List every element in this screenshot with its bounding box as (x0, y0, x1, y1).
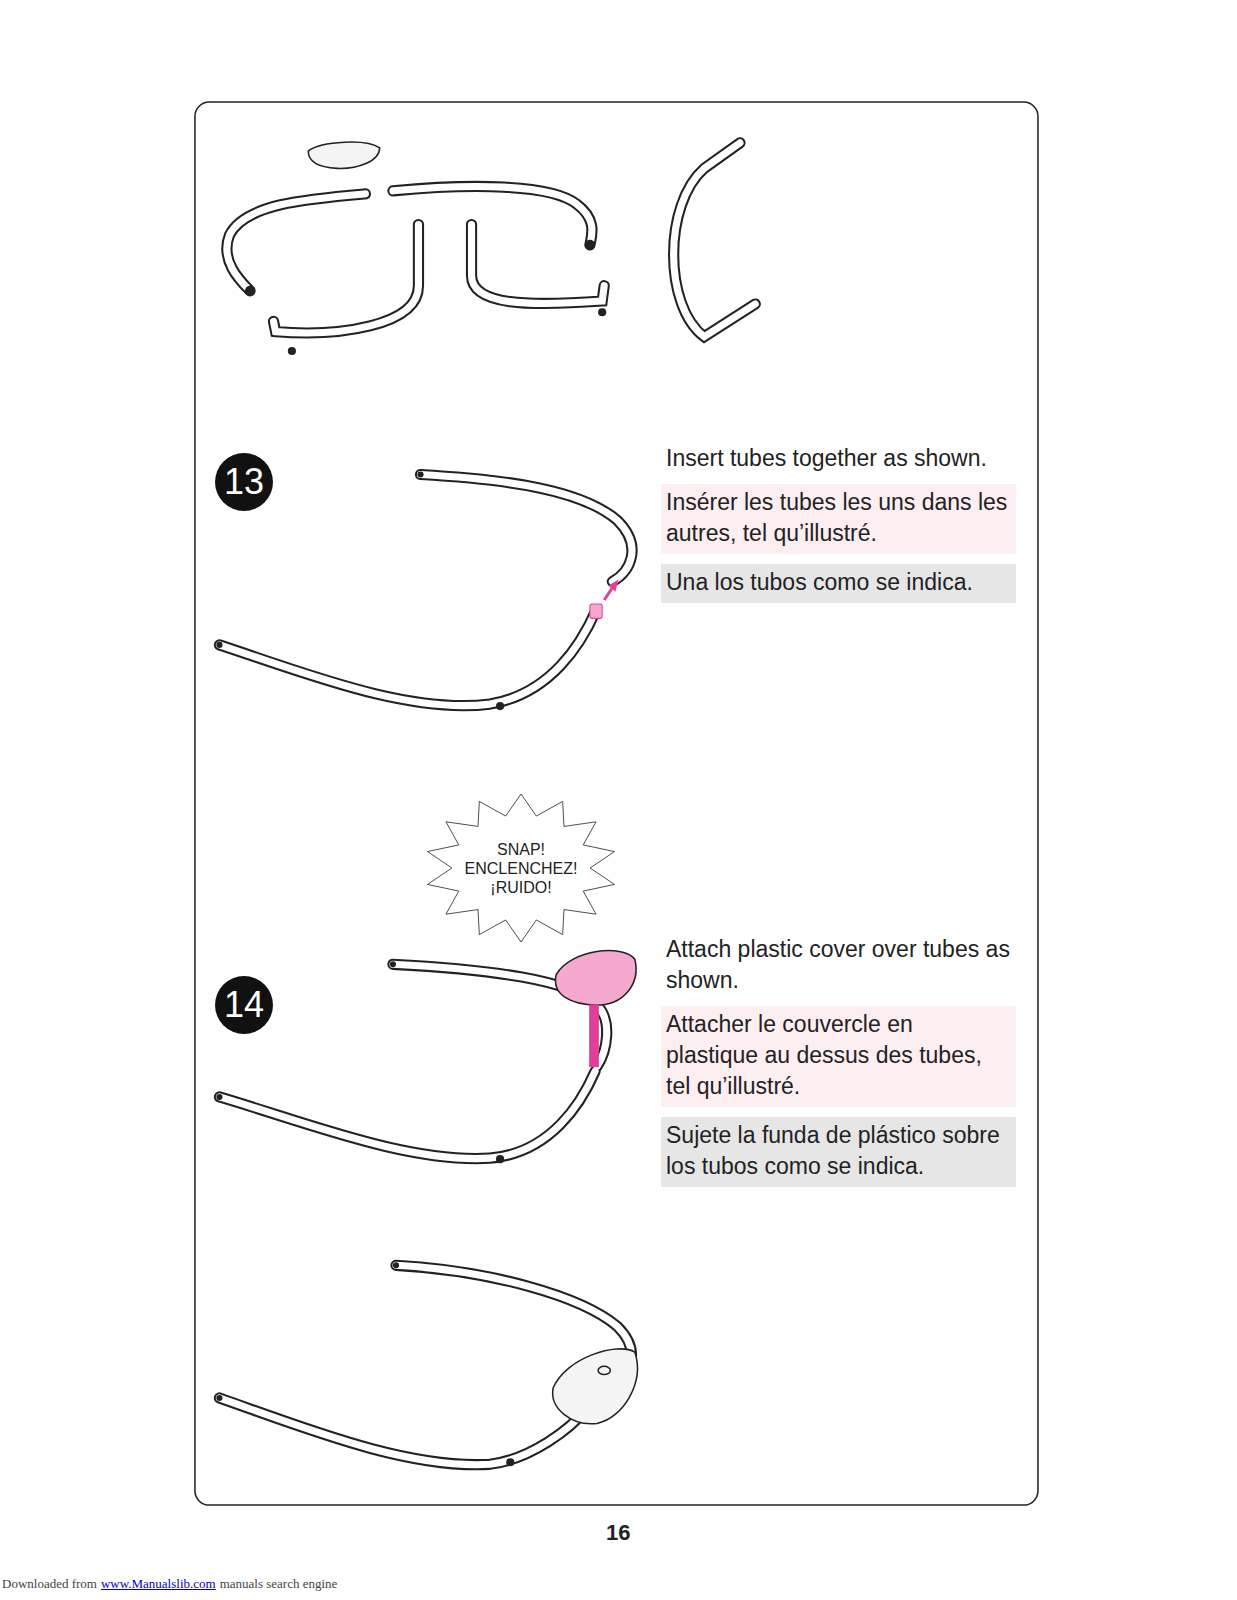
footer-line: Downloaded from www.Manualslib.com manuals… (2, 1576, 337, 1592)
page-number: 16 (606, 1520, 630, 1546)
instruction-text: Attacher le couvercle en plastique au de… (666, 1009, 1011, 1102)
instruction-band: Una los tubos como se indica. (661, 564, 1016, 603)
instruction-text: Una los tubos como se indica. (666, 567, 1011, 598)
page-frame (195, 102, 1038, 1505)
tube-parts (216, 143, 755, 1466)
snap-starburst: SNAP!ENCLENCHEZ!¡RUIDO! (425, 794, 617, 942)
snap-text: ¡RUIDO! (490, 878, 551, 897)
instruction-text: Insert tubes together as shown. (666, 443, 1011, 474)
footer-text: manuals search engine (220, 1576, 338, 1591)
footer-link: www.Manualslib.com (101, 1576, 216, 1591)
snap-text: ENCLENCHEZ! (465, 859, 578, 878)
insert-arrow (590, 580, 619, 619)
instruction-band: Attacher le couvercle en plastique au de… (661, 1006, 1016, 1107)
step-number: 13 (215, 453, 273, 511)
instruction-text: Attach plastic cover over tubes as shown… (666, 934, 1011, 996)
instruction-text: Sujete la funda de plástico sobre los tu… (666, 1120, 1011, 1182)
footer-text: Downloaded from (2, 1576, 97, 1591)
instruction-band: Sujete la funda de plástico sobre los tu… (661, 1117, 1016, 1187)
instruction-band: Insérer les tubes les uns dans les autre… (661, 484, 1016, 554)
instruction-text: Insérer les tubes les uns dans les autre… (666, 487, 1011, 549)
step-number: 14 (215, 976, 273, 1034)
step-number-text: 13 (224, 461, 264, 503)
plastic-cover (308, 142, 637, 1424)
step-number-text: 14 (224, 984, 264, 1026)
snap-text: SNAP! (497, 840, 545, 859)
